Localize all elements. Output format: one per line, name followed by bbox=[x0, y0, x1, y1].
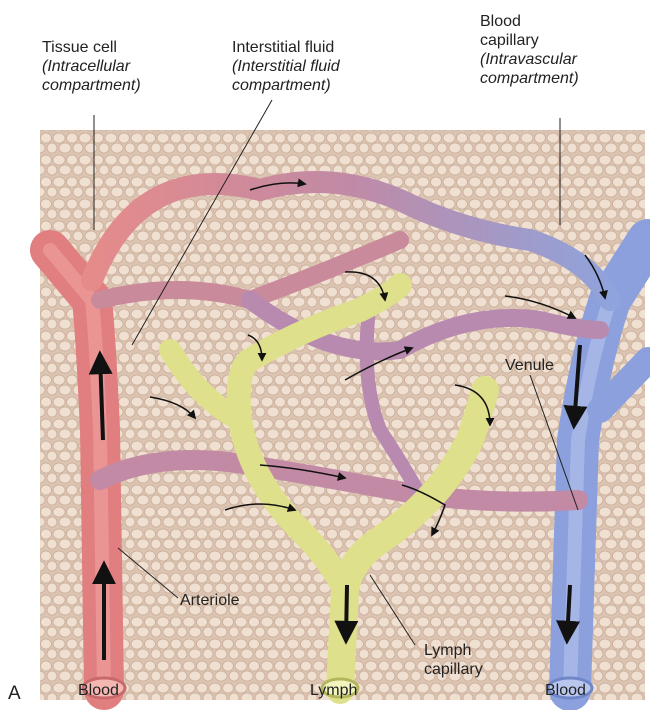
tissue-cell-sub1: (Intracellular bbox=[42, 57, 141, 76]
label-lymph-capillary: Lymph capillary bbox=[424, 641, 483, 679]
blood-capillary-title1: Blood bbox=[480, 12, 579, 31]
lymph-capillary-line2: capillary bbox=[424, 660, 483, 679]
label-bottom-lymph: Lymph bbox=[310, 681, 357, 700]
tissue-cell-title: Tissue cell bbox=[42, 38, 141, 57]
tissue-cell-sub2: compartment) bbox=[42, 76, 141, 95]
label-venule: Venule bbox=[505, 356, 554, 375]
label-tissue-cell: Tissue cell (Intracellular compartment) bbox=[42, 38, 141, 95]
blood-capillary-sub1: (Intravascular bbox=[480, 50, 579, 69]
lymph-capillary-line1: Lymph bbox=[424, 641, 483, 660]
label-bottom-blood-left: Blood bbox=[78, 681, 119, 700]
interstitial-title: Interstitial fluid bbox=[232, 38, 340, 57]
label-interstitial-fluid: Interstitial fluid (Interstitial fluid c… bbox=[232, 38, 340, 95]
label-blood-capillary: Blood capillary (Intravascular compartme… bbox=[480, 12, 579, 88]
interstitial-sub1: (Interstitial fluid bbox=[232, 57, 340, 76]
label-arteriole: Arteriole bbox=[180, 591, 240, 610]
interstitial-sub2: compartment) bbox=[232, 76, 340, 95]
panel-letter: A bbox=[8, 684, 21, 703]
label-bottom-blood-right: Blood bbox=[545, 681, 586, 700]
blood-capillary-sub2: compartment) bbox=[480, 69, 579, 88]
blood-capillary-title2: capillary bbox=[480, 31, 579, 50]
